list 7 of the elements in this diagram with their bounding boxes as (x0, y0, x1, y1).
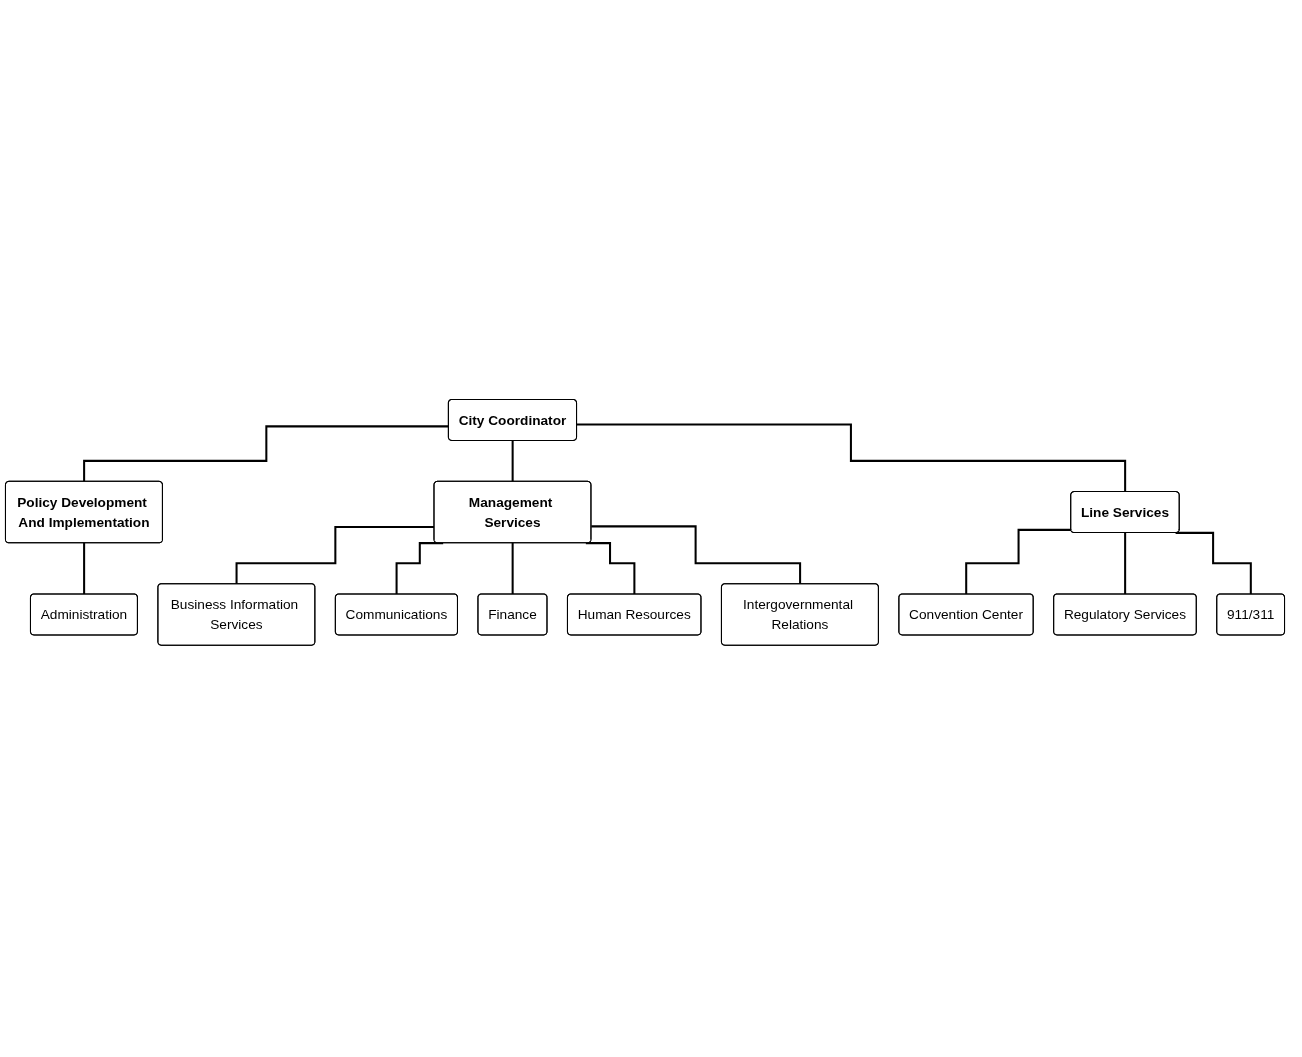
connector (511, 542, 514, 596)
connector (1124, 532, 1127, 596)
connector (83, 542, 86, 596)
connector (83, 425, 449, 483)
connector (511, 439, 514, 483)
connector (585, 542, 636, 596)
connector (395, 542, 444, 596)
